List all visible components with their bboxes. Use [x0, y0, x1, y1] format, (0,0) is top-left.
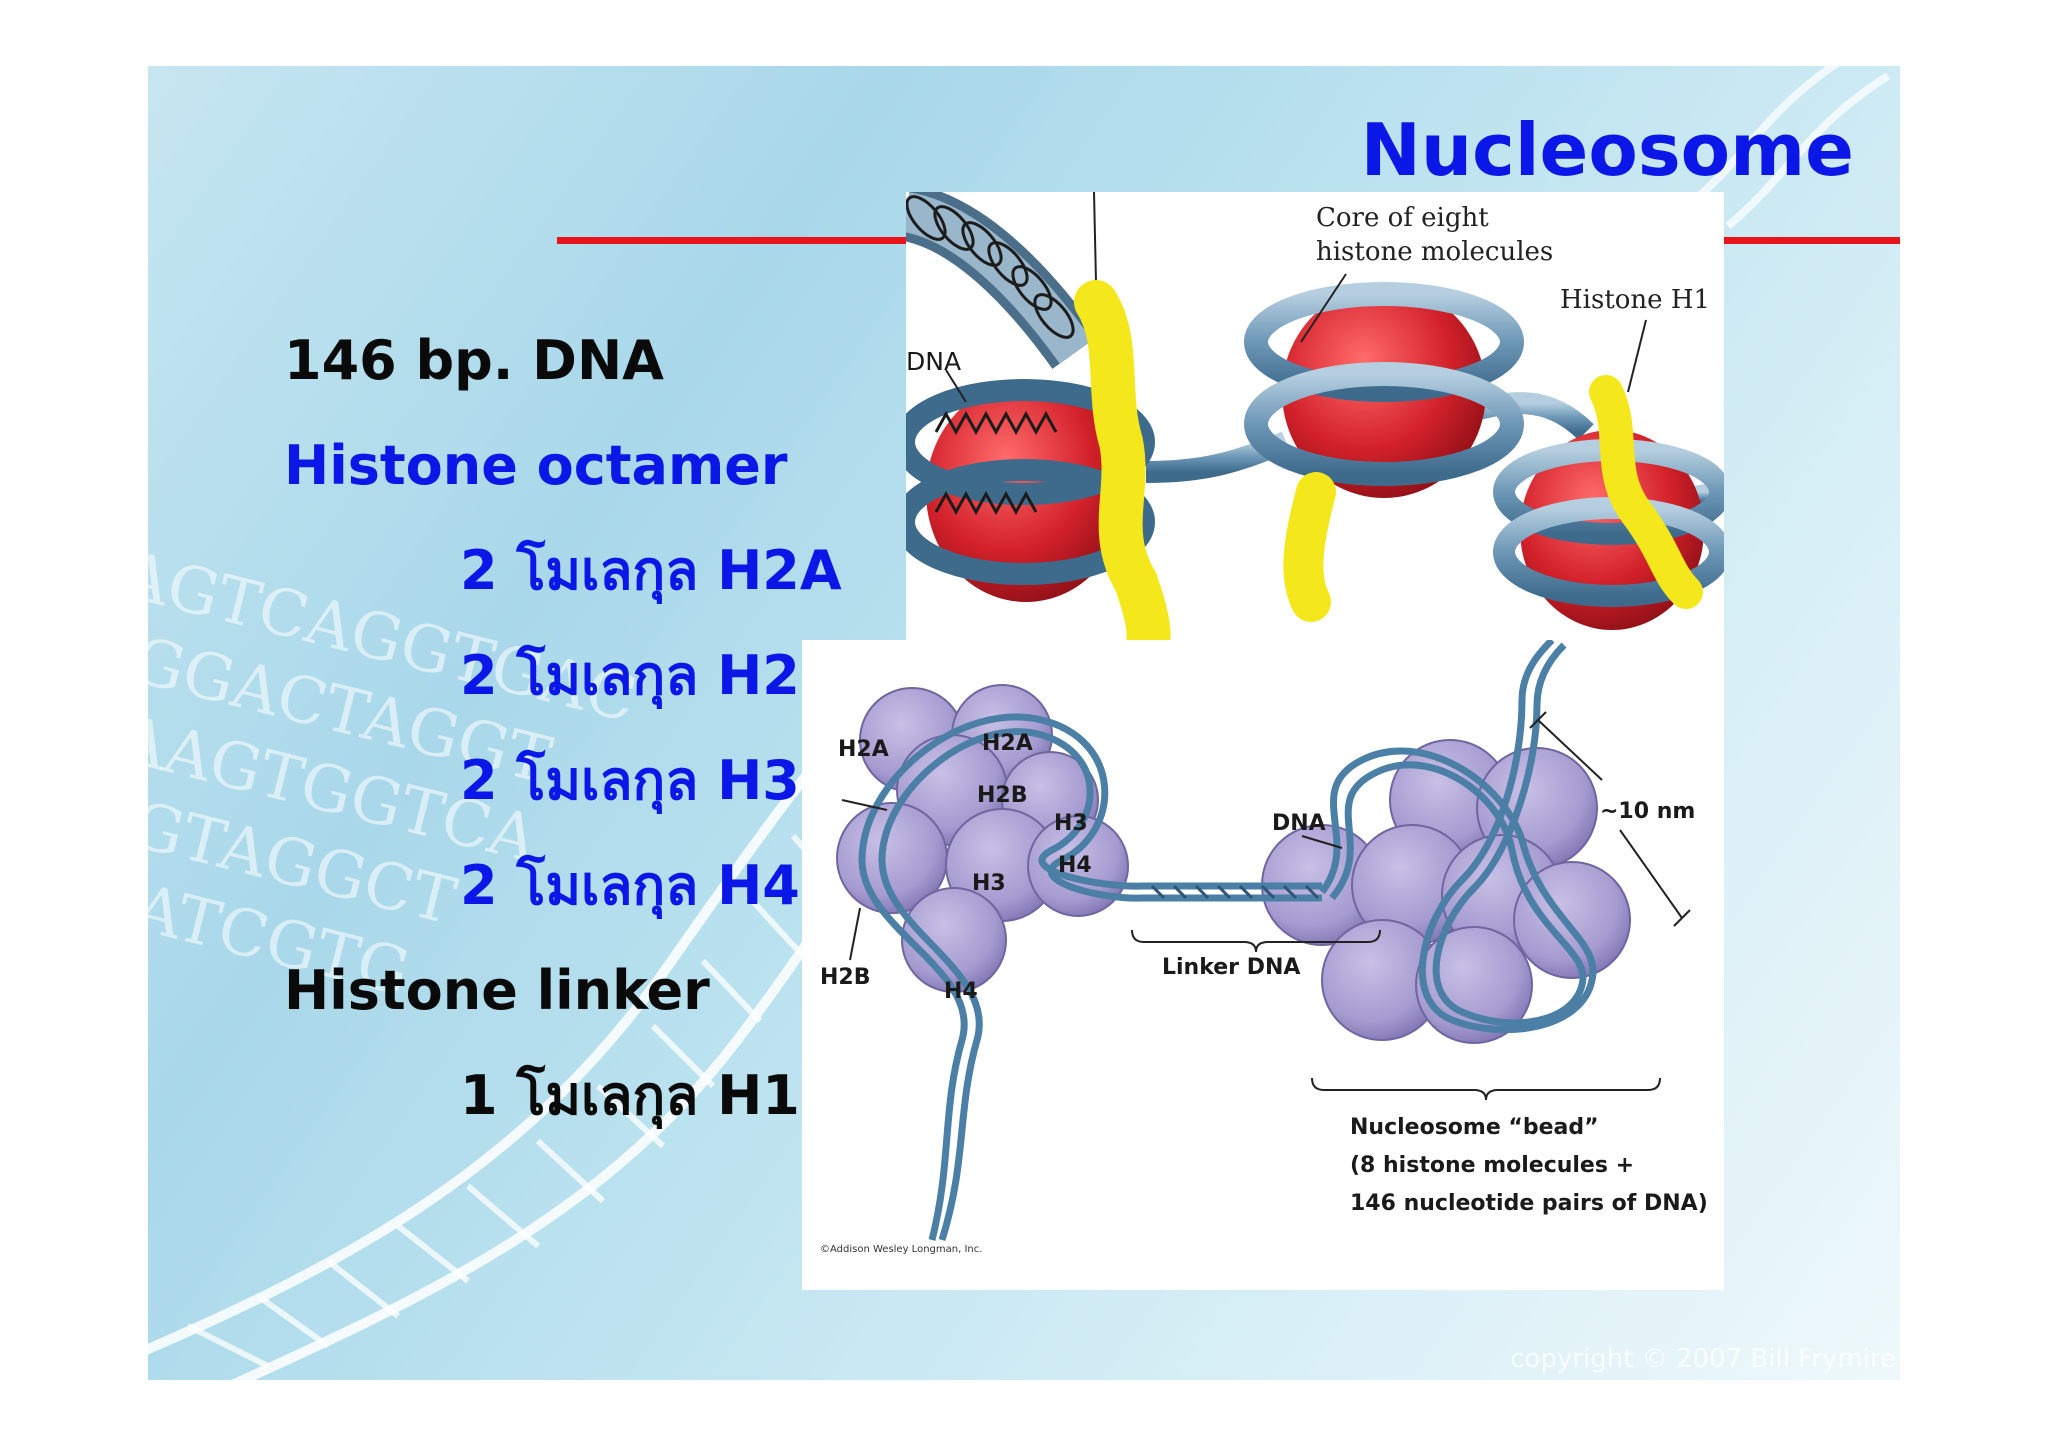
- label-h4-right: H4: [1058, 853, 1092, 878]
- slide-title: Nucleosome: [1360, 108, 1854, 192]
- bullet-h2b: 2 โมเลกุล H2B: [460, 644, 842, 707]
- label-h3-right: H3: [1054, 811, 1088, 836]
- label-bead-line1: Nucleosome “bead”: [1350, 1115, 1599, 1140]
- label-dna-top: DNA: [906, 347, 961, 376]
- chromatin-h1-figure: Core of eight histone molecules Histone …: [906, 192, 1724, 708]
- bullet-h2a: 2 โมเลกุล H2A: [460, 539, 842, 602]
- label-h2a-top: H2A: [982, 731, 1033, 756]
- label-core-line2: histone molecules: [1316, 237, 1553, 267]
- bullet-h4: 2 โมเลกุล H4: [460, 854, 800, 917]
- label-core-line1: Core of eight: [1316, 203, 1489, 233]
- nucleosome-bead-figure: H2A H2A H2B H3 H4 H3 H2B H4 DNA ~10 nm L…: [802, 640, 1724, 1290]
- label-h2b-top: H2B: [977, 783, 1028, 808]
- label-h3-center: H3: [972, 871, 1006, 896]
- copyright-watermark: copyright © 2007 Bill Frymire: [1510, 1344, 1896, 1374]
- label-h4-bottom: H4: [944, 979, 978, 1004]
- label-h2b-left: H2B: [820, 965, 871, 990]
- bullet-h3: 2 โมเลกุล H3: [460, 749, 800, 812]
- bullet-dna: 146 bp. DNA: [284, 329, 664, 392]
- bullet-histone-linker: Histone linker: [284, 959, 710, 1022]
- bullet-histone-octamer: Histone octamer: [284, 434, 788, 497]
- label-bead-line3: 146 nucleotide pairs of DNA): [1350, 1191, 1708, 1216]
- label-10nm: ~10 nm: [1600, 799, 1695, 824]
- label-histone-h1: Histone H1: [1560, 285, 1710, 315]
- label-bead-line2: (8 histone molecules +: [1350, 1153, 1634, 1178]
- label-h2a-left: H2A: [838, 737, 889, 762]
- label-dna-bottom: DNA: [1272, 811, 1326, 836]
- background-dna-art: TAGTCAGGTGAC CGGGACTAGGT GTAAAGTGGTCA AG…: [148, 66, 1891, 1380]
- figure-credit: ©Addison Wesley Longman, Inc.: [820, 1244, 982, 1255]
- bullet-h1: 1 โมเลกุล H1: [460, 1064, 800, 1127]
- label-linker-dna: Linker DNA: [1162, 955, 1300, 980]
